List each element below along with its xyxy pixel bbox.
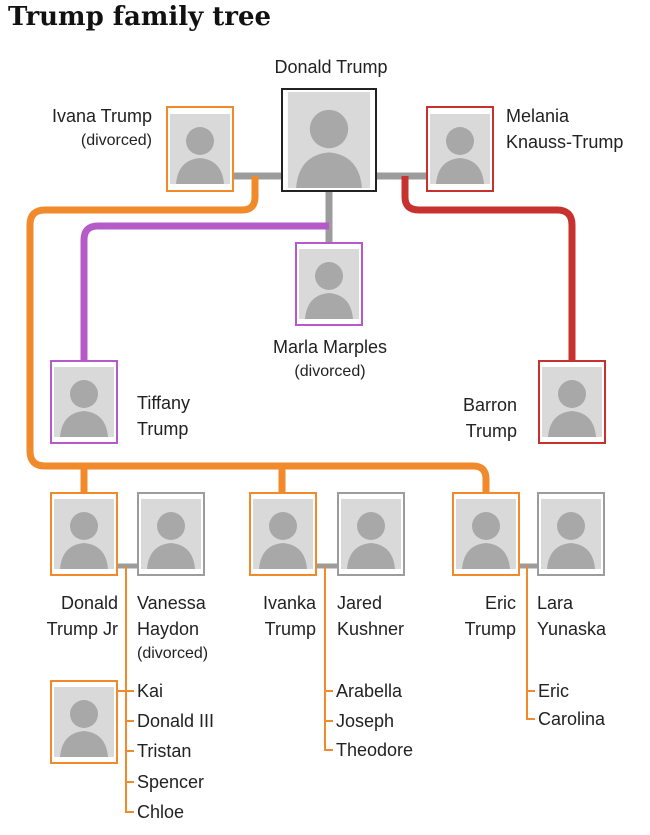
portrait-icon: [299, 246, 359, 322]
portrait-icon: [141, 496, 201, 572]
page-title: Trump family tree: [8, 2, 272, 32]
photo-eric-trump: [452, 492, 520, 576]
photo-marla-marples: [295, 242, 363, 326]
grandchild-theodore: Theodore: [336, 740, 414, 760]
label-donald-trump-jr: Donald Trump Jr: [46, 593, 118, 639]
portrait-icon: [541, 496, 601, 572]
grandchildren-bracket-eric: [526, 566, 535, 720]
grandchild-eric: Eric: [538, 681, 569, 701]
photo-grandchild-kai: [50, 680, 118, 764]
label-donald-trump: Donald Trump: [274, 57, 388, 77]
portrait-icon: [542, 364, 602, 440]
grandchildren-bracket-donald-jr: [112, 566, 134, 813]
marla-branch-line: [80, 222, 329, 362]
label-lara-yunaska: Lara Yunaska: [537, 593, 607, 639]
label-marla-marples: Marla Marples (divorced): [272, 337, 388, 380]
portrait-icon: [456, 496, 516, 572]
grandchildren-bracket-ivanka: [324, 566, 333, 751]
photo-melania-trump: [426, 106, 494, 192]
portrait-icon: [430, 110, 490, 188]
label-ivanka-trump: Ivanka Trump: [262, 593, 316, 639]
melania-branch-line: [401, 176, 576, 362]
portrait-icon: [253, 496, 313, 572]
label-vanessa-haydon: Vanessa Haydon (divorced): [137, 593, 209, 662]
portrait-icon: [54, 496, 114, 572]
photo-vanessa-haydon: [137, 492, 205, 576]
grandchild-tristan: Tristan: [137, 741, 192, 761]
photo-ivana-trump: [166, 106, 234, 192]
photo-donald-trump: [281, 88, 377, 192]
portrait-icon: [341, 496, 401, 572]
portrait-icon: [285, 92, 373, 188]
grandchild-joseph: Joseph: [336, 711, 395, 731]
grandchild-chloe: Chloe: [137, 802, 185, 822]
label-melania-knauss-trump: Melania Knauss-Trump: [506, 106, 624, 152]
grandchild-arabella: Arabella: [336, 681, 403, 701]
ivana-branch-line: [26, 176, 490, 492]
label-jared-kushner: Jared Kushner: [337, 593, 405, 639]
photo-ivanka-trump: [249, 492, 317, 576]
portrait-icon: [54, 364, 114, 440]
photo-lara-yunaska: [537, 492, 605, 576]
label-ivana-trump: Ivana Trump (divorced): [51, 106, 152, 149]
photo-tiffany-trump: [50, 360, 118, 444]
photo-jared-kushner: [337, 492, 405, 576]
grandchild-donald-iii: Donald III: [137, 711, 215, 731]
label-tiffany-trump: Tiffany Trump: [137, 393, 191, 439]
label-eric-trump: Eric Trump: [464, 593, 516, 639]
photo-barron-trump: [538, 360, 606, 444]
portrait-icon: [170, 110, 230, 188]
portrait-icon: [54, 684, 114, 760]
grandchild-carolina: Carolina: [538, 709, 606, 729]
photo-donald-trump-jr: [50, 492, 118, 576]
grandchild-kai: Kai: [137, 681, 164, 701]
label-barron-trump: Barron Trump: [462, 395, 517, 441]
grandchild-spencer: Spencer: [137, 772, 205, 792]
